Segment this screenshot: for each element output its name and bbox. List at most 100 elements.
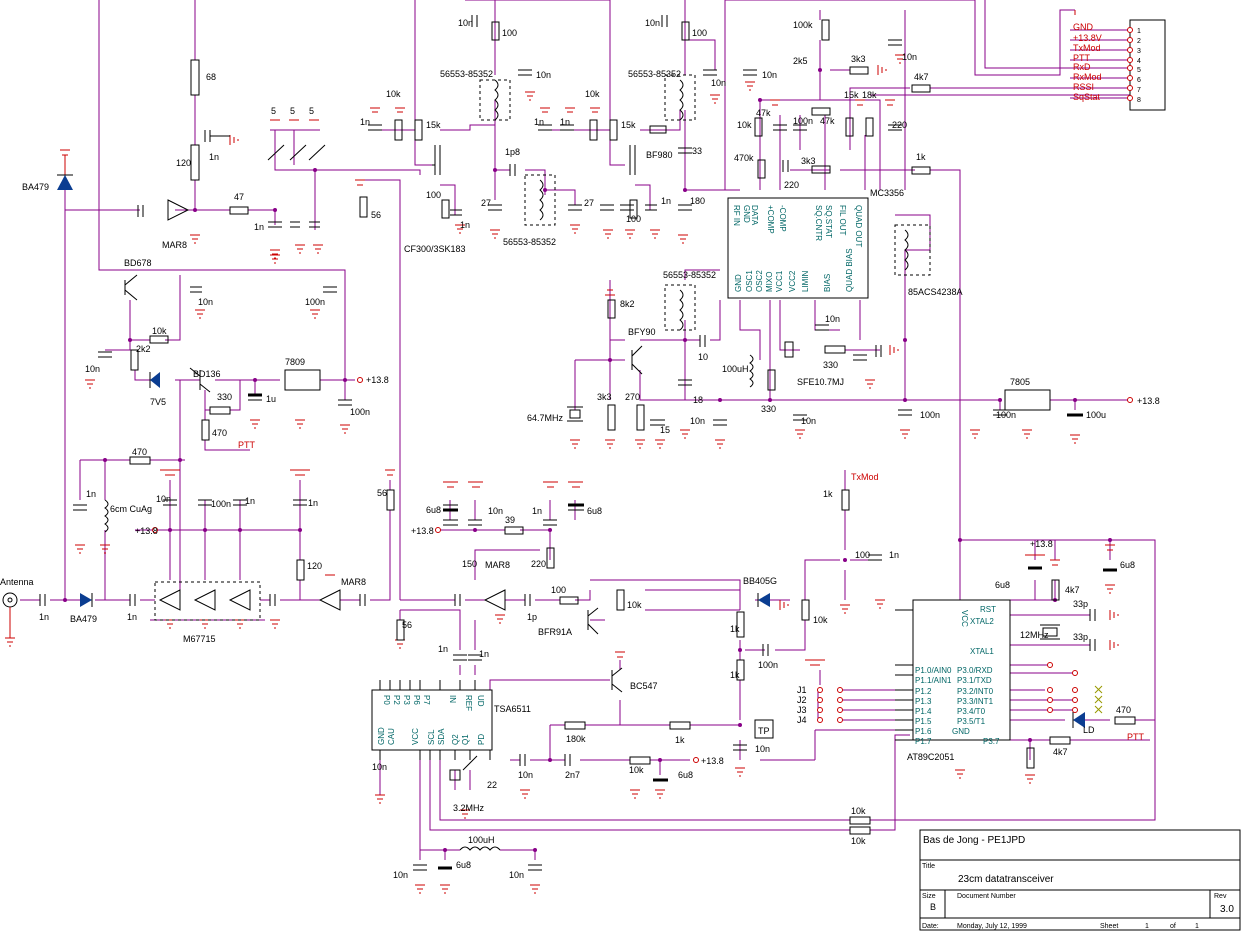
value-label: +13.8 bbox=[1137, 396, 1160, 406]
value-label: 10n bbox=[762, 70, 777, 80]
conn-signal: RSSI bbox=[1073, 82, 1094, 92]
value-label: 10k bbox=[585, 89, 600, 99]
ic-pin-label: XTAL1 bbox=[970, 647, 994, 656]
connector-body bbox=[1129, 19, 1166, 111]
value-label: 100u bbox=[1086, 410, 1106, 420]
part-label: MAR8 bbox=[162, 240, 187, 250]
value-label: 10n bbox=[645, 18, 660, 28]
value-label: 1n bbox=[39, 612, 49, 622]
ic-pin-label: GND bbox=[742, 205, 751, 223]
value-label: 100 bbox=[626, 214, 641, 224]
value-label: 15 bbox=[660, 425, 670, 435]
conn-pin: 1 bbox=[1137, 28, 1141, 35]
value-label: 8k2 bbox=[620, 299, 635, 309]
part-labels: MAR8 MAR8 MAR8 M67715 BA479 BA479 BD678 … bbox=[0, 69, 1145, 813]
value-label: 5 bbox=[271, 106, 276, 116]
value-label: 100 bbox=[855, 550, 870, 560]
value-label: 6u8 bbox=[587, 506, 602, 516]
value-label: 270 bbox=[625, 392, 640, 402]
ic-pin-label: VCC bbox=[960, 610, 969, 627]
value-label: 10k bbox=[629, 765, 644, 775]
mc3356-labels: MC3356 RF IN GND DATA +COMP -COMP SQ.CNT… bbox=[732, 188, 904, 292]
ic-pin-label: GND bbox=[734, 274, 743, 292]
part-label: 56553-85352 bbox=[663, 270, 716, 280]
value-label: 56 bbox=[402, 620, 412, 630]
part-label: 56553-85352 bbox=[628, 69, 681, 79]
value-label: 100n bbox=[211, 499, 231, 509]
value-label: 1n bbox=[209, 152, 219, 162]
component-values: 68 1n 120 47 1n 5 5 5 10k 1n 15k 100 1n … bbox=[39, 18, 1160, 880]
ic-ref: TSA6511 bbox=[494, 704, 531, 714]
ic-pin-label: RF IN bbox=[732, 205, 741, 226]
amplifiers bbox=[154, 199, 506, 621]
part-label: PTT bbox=[238, 440, 256, 450]
conn-pin: 8 bbox=[1137, 97, 1141, 104]
ic-pin-label: P3.5/T1 bbox=[957, 717, 986, 726]
value-label: 33p bbox=[1073, 599, 1088, 609]
value-label: 27 bbox=[481, 198, 491, 208]
value-label: 10n bbox=[690, 416, 705, 426]
value-label: 15k bbox=[621, 120, 636, 130]
tp-box bbox=[754, 719, 774, 739]
value-label: 1n bbox=[532, 506, 542, 516]
value-label: 47 bbox=[234, 192, 244, 202]
value-label: 330 bbox=[217, 392, 232, 402]
terminals bbox=[152, 27, 1133, 763]
trimmers bbox=[267, 144, 478, 771]
value-label: 100n bbox=[350, 407, 370, 417]
value-label: 6u8 bbox=[426, 505, 441, 515]
value-label: 47k bbox=[756, 108, 771, 118]
part-label: LD bbox=[1083, 725, 1095, 735]
part-label: BD678 bbox=[124, 258, 152, 268]
value-label: 10k bbox=[851, 836, 866, 846]
part-label: CF300/3SK183 bbox=[404, 244, 466, 254]
ic-pin-label: IN bbox=[448, 695, 457, 703]
no-connect-marks bbox=[1094, 685, 1103, 714]
ic-pin-label: OSC1 bbox=[745, 270, 754, 292]
value-label: 22 bbox=[487, 780, 497, 790]
ic-pin-label: P7 bbox=[422, 695, 431, 705]
value-label: 10n bbox=[198, 297, 213, 307]
value-label: 1n bbox=[889, 550, 899, 560]
value-label: 4k7 bbox=[1065, 585, 1080, 595]
value-label: +13.8 bbox=[411, 526, 434, 536]
sheet-label: Sheet bbox=[1100, 923, 1118, 930]
value-label: 10n bbox=[156, 494, 171, 504]
date-value: Monday, July 12, 1999 bbox=[957, 923, 1027, 930]
ic-pin-label: P1.5 bbox=[915, 717, 932, 726]
value-label: 120 bbox=[307, 561, 322, 571]
value-label: 10n bbox=[372, 762, 387, 772]
conn-signal: PTT bbox=[1073, 53, 1091, 63]
electrolytics bbox=[248, 393, 1117, 870]
value-label: 3k3 bbox=[851, 54, 866, 64]
value-label: 1k bbox=[823, 489, 833, 499]
conn-pin: 4 bbox=[1137, 58, 1141, 65]
docnum-label: Document Number bbox=[957, 893, 1016, 900]
part-label: MAR8 bbox=[341, 577, 366, 587]
ic-pin-label: VCC bbox=[411, 728, 420, 745]
components bbox=[2, 15, 1166, 871]
ic-pin-label: XTAL2 bbox=[970, 617, 994, 626]
ic-pin-label: DATA bbox=[750, 205, 759, 226]
value-label: 1n bbox=[254, 222, 264, 232]
part-label: 3.2MHz bbox=[453, 803, 485, 813]
value-label: 470 bbox=[1116, 705, 1131, 715]
value-label: 100n bbox=[758, 660, 778, 670]
transistors bbox=[124, 145, 643, 693]
sheet-value: 1 bbox=[1145, 923, 1149, 930]
ic-pin-label: P6 bbox=[412, 695, 421, 705]
ic-ref: MC3356 bbox=[870, 188, 904, 198]
value-label: 10 bbox=[698, 352, 708, 362]
jumper-label: J1 bbox=[797, 685, 807, 695]
value-label: 2n7 bbox=[565, 770, 580, 780]
jumper-labels: J1 J2 J3 J4 bbox=[797, 685, 807, 725]
connector-labels: GND +13.8V TxMod PTT RxD RxMod RSSI SqSt… bbox=[1073, 22, 1141, 104]
crystals bbox=[449, 341, 1060, 781]
ic-pin-label: SQ.STAT bbox=[824, 205, 833, 238]
value-label: 3k3 bbox=[801, 156, 816, 166]
value-label: 220 bbox=[784, 180, 799, 190]
conn-signal: RxMod bbox=[1073, 72, 1102, 82]
value-label: 220 bbox=[531, 559, 546, 569]
value-label: 6u8 bbox=[456, 860, 471, 870]
